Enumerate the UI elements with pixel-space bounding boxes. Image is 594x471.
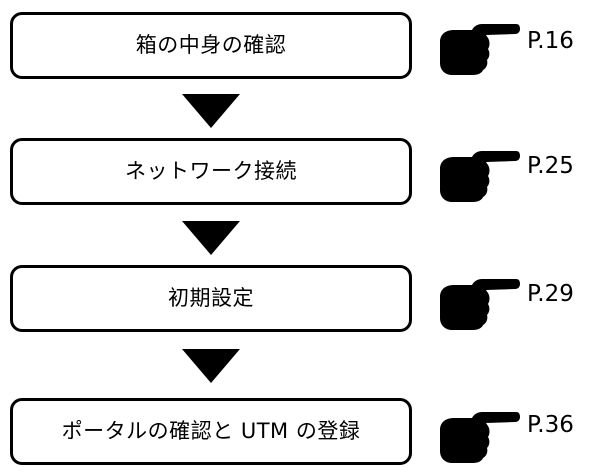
pointing-hand-icon [438, 275, 520, 331]
down-triangle-arrow-icon [182, 349, 240, 383]
step-4-box: ポータルの確認と UTM の登録 [10, 398, 412, 465]
pointing-hand-icon-svg [440, 412, 520, 463]
pointing-hand-icon [438, 408, 520, 464]
pointing-hand-icon-svg [440, 24, 520, 75]
step-1-box: 箱の中身の確認 [10, 12, 412, 79]
step-4-page-ref: P.36 [527, 412, 574, 438]
pointing-hand-icon-svg [440, 279, 520, 330]
step-3-page-ref: P.29 [527, 281, 574, 307]
step-2-label: ネットワーク接続 [125, 159, 297, 183]
pointing-hand-icon [438, 20, 520, 76]
step-2-page-ref: P.25 [527, 153, 574, 179]
pointing-hand-icon-svg [440, 151, 520, 202]
step-3-label: 初期設定 [168, 286, 254, 310]
step-3-box: 初期設定 [10, 265, 412, 332]
step-1-label: 箱の中身の確認 [135, 33, 287, 57]
step-1-page-ref: P.16 [527, 28, 574, 54]
down-triangle-arrow-icon [182, 94, 240, 128]
pointing-hand-icon [438, 147, 520, 203]
step-4-label: ポータルの確認と UTM の登録 [61, 419, 361, 443]
step-2-box: ネットワーク接続 [10, 138, 412, 205]
down-triangle-arrow-icon [182, 221, 240, 255]
